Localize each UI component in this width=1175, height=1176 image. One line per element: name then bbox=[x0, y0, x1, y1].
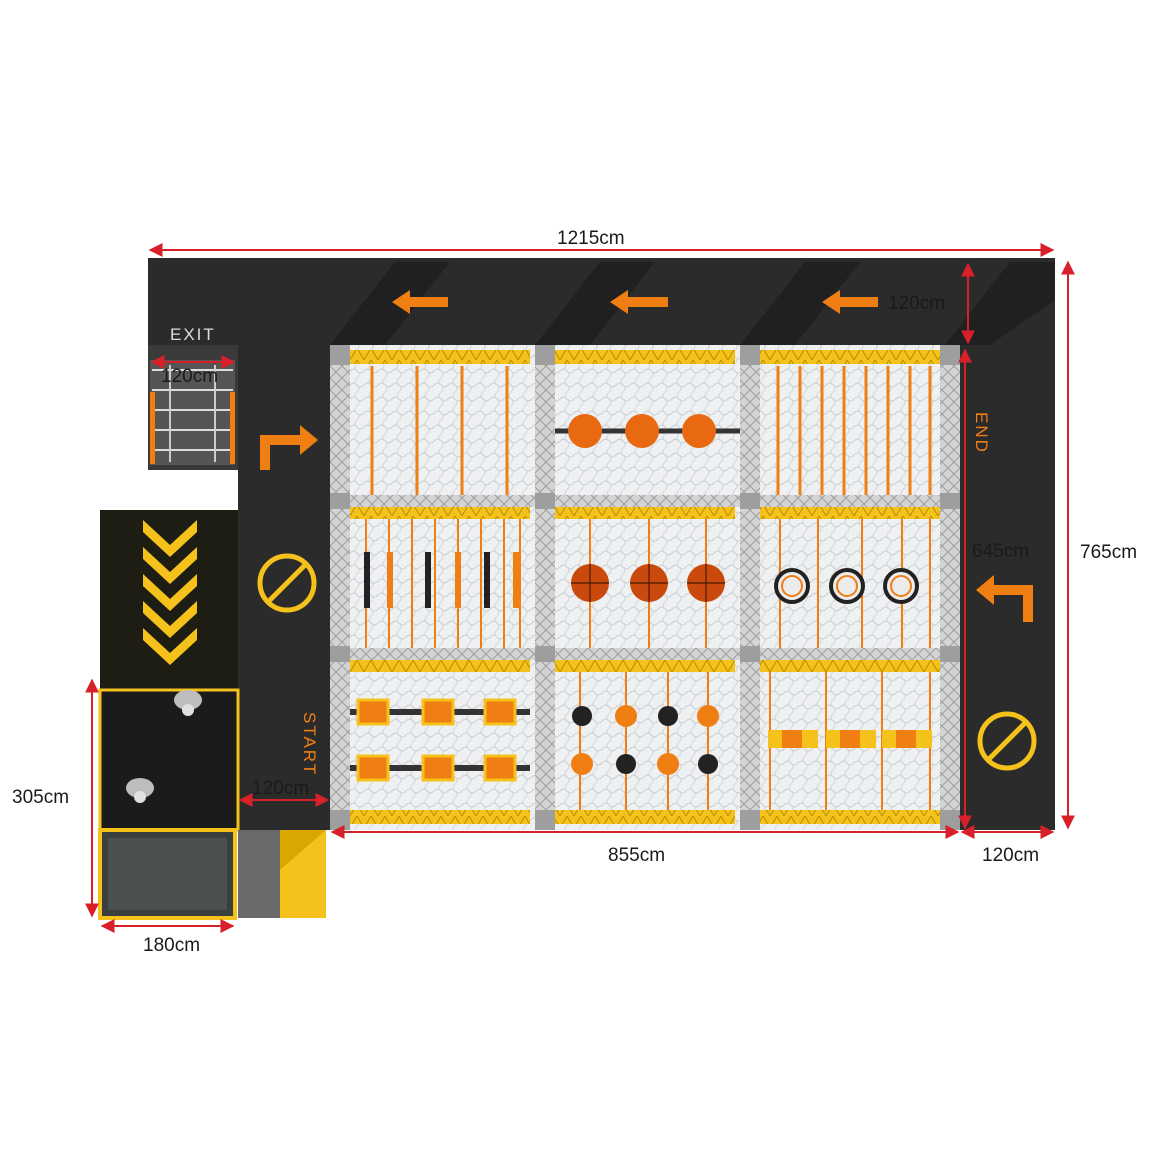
person-icon bbox=[174, 690, 202, 716]
dim-total-height: 765cm bbox=[1080, 542, 1137, 563]
obstacle-hanging-dots bbox=[571, 672, 719, 810]
no-entry-icon bbox=[977, 711, 1037, 771]
obstacle-rope-bars bbox=[768, 672, 932, 810]
end-label: END bbox=[972, 412, 991, 454]
dim-course-width: 855cm bbox=[608, 845, 665, 866]
obstacle-vertical-ropes bbox=[370, 366, 509, 495]
exit-label: EXIT bbox=[170, 325, 216, 344]
arrow-left-icon bbox=[392, 290, 448, 314]
start-label: START bbox=[300, 712, 319, 776]
dim-exit-width: 120cm bbox=[161, 366, 218, 387]
exit-stairs bbox=[150, 360, 235, 465]
obstacle-rings bbox=[774, 519, 931, 648]
dim-entry-width: 180cm bbox=[143, 935, 200, 956]
chevron-down-icon bbox=[143, 520, 197, 665]
arrow-left-icon bbox=[822, 290, 878, 314]
dim-lane-left: 120cm bbox=[252, 778, 309, 799]
obstacle-stepping-blocks bbox=[350, 698, 530, 782]
person-icon bbox=[126, 778, 154, 803]
entry-step bbox=[238, 830, 326, 918]
dim-lane-right: 120cm bbox=[982, 845, 1039, 866]
dim-lane-top: 120cm bbox=[888, 293, 945, 314]
obstacle-hanging-poles bbox=[364, 519, 521, 648]
turn-right-arrow-icon bbox=[260, 425, 318, 470]
turn-up-arrow-icon bbox=[976, 575, 1033, 622]
obstacle-swinging-balls bbox=[571, 519, 725, 648]
dim-total-width: 1215cm bbox=[557, 228, 625, 249]
obstacle-ball-bar bbox=[555, 414, 740, 448]
dim-inner-height: 645cm bbox=[972, 541, 1029, 562]
obstacle-course bbox=[330, 345, 960, 830]
arrow-left-icon bbox=[610, 290, 668, 314]
obstacle-vertical-ropes bbox=[776, 366, 932, 495]
dim-entry-height: 305cm bbox=[12, 787, 69, 808]
no-entry-icon bbox=[257, 553, 317, 613]
